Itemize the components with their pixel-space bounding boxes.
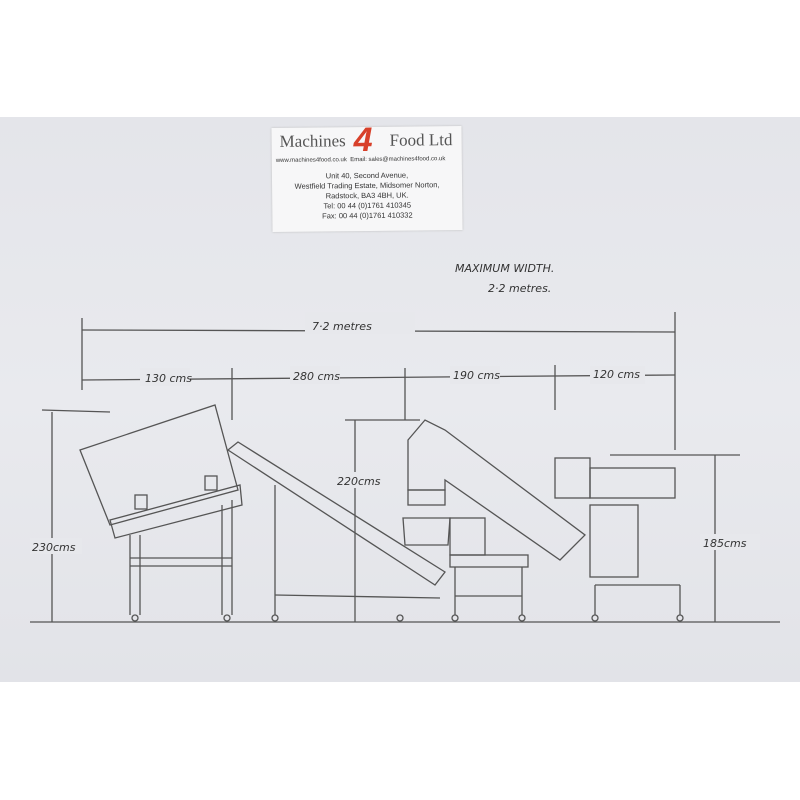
max-width-value: 2·2 metres. (488, 282, 551, 295)
outfeed-height-label: 185cms (703, 537, 747, 550)
height-dimensions: 230cms 220cms 185cms (30, 409, 760, 622)
processing-machine (554, 457, 684, 622)
segment-4-label: 120 cms (593, 368, 640, 381)
segment-3-label: 190 cms (453, 369, 500, 382)
segment-2-label: 280 cms (293, 370, 340, 383)
inclined-conveyor-1 (226, 441, 446, 622)
segment-1-label: 130 cms (145, 372, 192, 385)
tipping-hopper (79, 404, 243, 622)
bucket-elevator (402, 419, 586, 622)
segment-dimensions: 130 cms 280 cms 190 cms 120 cms (81, 365, 676, 420)
max-width-label: MAXIMUM WIDTH. (455, 262, 554, 275)
elevator-height-label: 220cms (337, 475, 381, 488)
total-length-dimension: 7·2 metres (81, 312, 676, 450)
hopper-height-label: 230cms (32, 541, 76, 554)
total-length-label: 7·2 metres (312, 320, 372, 333)
